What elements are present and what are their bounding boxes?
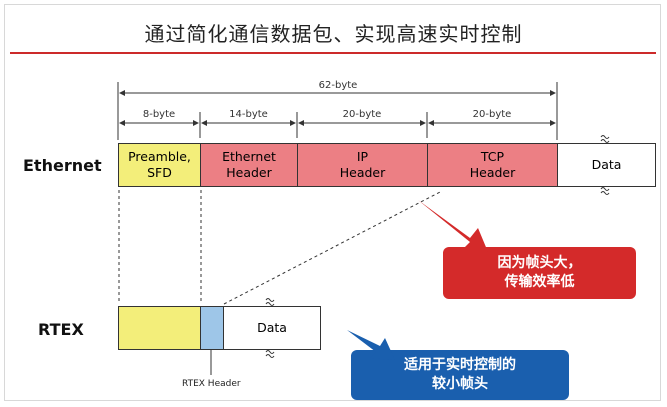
rtex-header-segment <box>200 306 224 350</box>
rtex-data-segment: Data <box>223 306 321 350</box>
total-size-label: 62-byte <box>318 80 358 91</box>
tcp-header-size-label: 20-byte <box>472 109 512 120</box>
blue-arrow <box>347 330 395 360</box>
rtex-header-label: RTEX Header <box>182 379 241 389</box>
diagram-frame <box>4 4 661 401</box>
ethernet-header-size-label: 14-byte <box>229 109 268 120</box>
ip-header-segment: IP Header <box>297 143 428 187</box>
rtex-label: RTEX <box>38 320 84 339</box>
guide-diagonal <box>223 191 441 305</box>
ethernet-data-segment: Data <box>557 143 656 187</box>
rtex-preamble-segment <box>118 306 201 350</box>
red-callout: 因为帧头大， 传输效率低 <box>443 247 636 299</box>
preamble-size-label: 8-byte <box>142 109 176 120</box>
title-divider <box>10 52 656 54</box>
ethernet-header-segment: Ethernet Header <box>200 143 298 187</box>
ethernet-label: Ethernet <box>23 156 102 175</box>
preamble-sfd-segment: Preamble, SFD <box>118 143 201 187</box>
tcp-header-segment: TCP Header <box>427 143 558 187</box>
red-arrow <box>418 200 488 252</box>
ip-header-size-label: 20-byte <box>342 109 382 120</box>
page-title: 通过简化通信数据包、实现高速实时控制 <box>144 22 523 46</box>
break-marks <box>265 135 610 358</box>
